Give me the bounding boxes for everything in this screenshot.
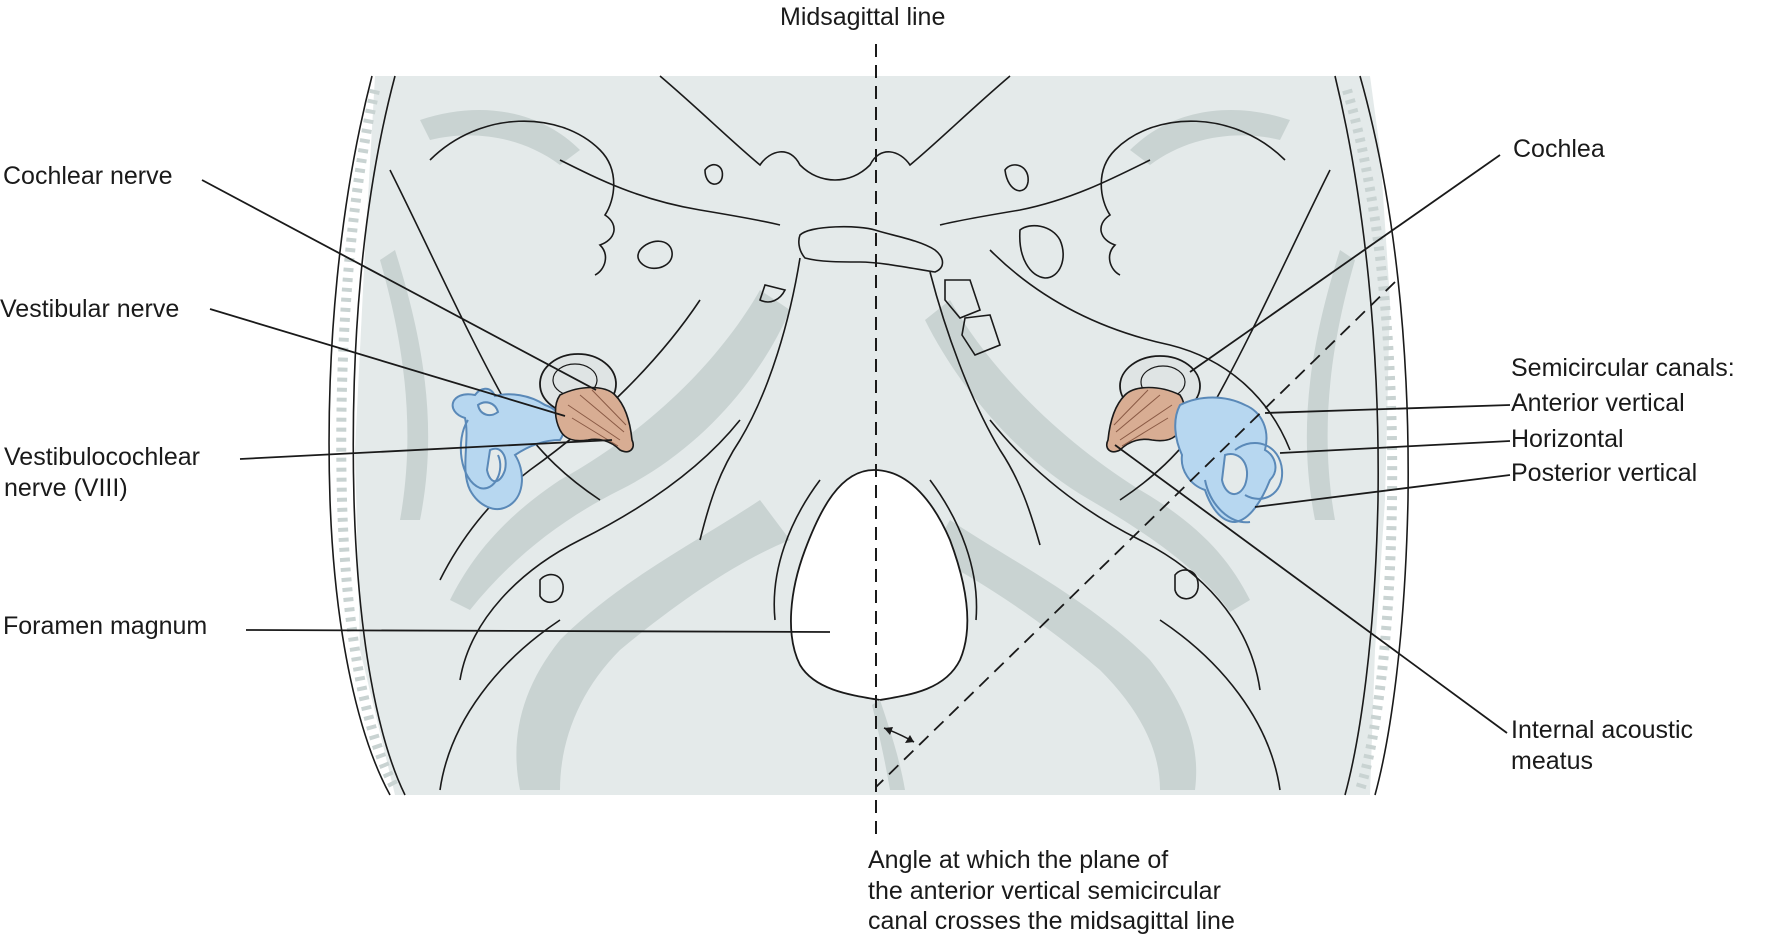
- label-angle-caption-line2: the anterior vertical semicircular: [868, 877, 1221, 905]
- left-semicircular-canals: [451, 387, 565, 510]
- leader-horizontal: [1279, 440, 1511, 454]
- foramen-ovale-right: [1019, 224, 1064, 279]
- leader-internal-acoustic-meatus: [1114, 444, 1508, 734]
- foramen-magnum: [790, 469, 969, 701]
- left-semicircular-canal-ring: [459, 419, 502, 490]
- label-horizontal: Horizontal: [1511, 425, 1624, 453]
- foramen-right-small: [1004, 164, 1029, 192]
- foramen-magnum-rim-r: [929, 479, 978, 621]
- right-inner-ear: [1105, 355, 1284, 524]
- occipital-right: [989, 419, 1261, 691]
- clivus-left: [699, 257, 801, 541]
- jugular-foramen-left: [539, 573, 564, 603]
- leader-anterior-vertical: [1264, 404, 1511, 414]
- canal-plane-dashed-line: [875, 281, 1396, 788]
- bone-shadow-right-occipital: [930, 520, 1197, 790]
- left-nerve-fibers: [567, 389, 627, 447]
- bone-shadow-left-fossa: [380, 250, 429, 520]
- skull-wall-right-outer: [1359, 75, 1409, 796]
- occipital-left-2: [439, 619, 561, 791]
- clivus-right: [929, 271, 1041, 546]
- anterior-crista-outline: [659, 75, 1011, 181]
- right-posterior-canal: [1204, 479, 1251, 524]
- occipital-right-2: [1159, 619, 1281, 791]
- leader-posterior-vertical: [1254, 474, 1511, 508]
- bone-shadow-left-wing: [420, 110, 580, 165]
- left-inner-ear: [451, 353, 635, 510]
- middle-fossa-right: [1100, 120, 1286, 276]
- label-posterior-vertical: Posterior vertical: [1511, 459, 1698, 487]
- jugular-foramen-right: [1174, 569, 1199, 600]
- bone-shadow-right-wing: [1130, 110, 1290, 165]
- sphenoid-ridge-left: [559, 159, 781, 226]
- label-cochlear-nerve: Cochlear nerve: [3, 162, 173, 190]
- bone-shadow-left-occipital: [516, 500, 790, 790]
- label-angle-caption-line3: canal crosses the midsagittal line: [868, 907, 1235, 935]
- sella-turcica: [798, 225, 944, 273]
- label-internal-acoustic-line2: meatus: [1511, 747, 1593, 775]
- leader-cochlea: [1189, 154, 1501, 373]
- label-vestibular-nerve: Vestibular nerve: [0, 295, 180, 323]
- leader-lines: [201, 154, 1511, 734]
- label-vestibulocochlear-line2: nerve (VIII): [4, 474, 128, 502]
- skull-wall-right: [1334, 75, 1379, 796]
- skull-wall-left-texture: [336, 88, 401, 793]
- right-horizontal-canal-ring: [1234, 441, 1284, 500]
- leader-vestibulocochlear-nerve: [239, 439, 613, 460]
- foramen-magnum-rim: [773, 479, 821, 621]
- middle-fossa-left: [429, 120, 615, 276]
- clinoid-left: [759, 284, 787, 303]
- temporal-left: [389, 169, 601, 501]
- leader-cochlear-nerve: [201, 179, 597, 391]
- label-vestibulocochlear-line1: Vestibulocochlear: [4, 443, 200, 471]
- skull-wall-left: [328, 75, 391, 796]
- occipital-left: [459, 419, 741, 681]
- label-anterior-vertical: Anterior vertical: [1511, 389, 1685, 417]
- angle-arrow: [883, 727, 915, 743]
- leader-foramen-magnum: [245, 629, 831, 633]
- bone-shadow-right-petrous: [925, 300, 1250, 612]
- leader-vestibular-nerve: [209, 308, 566, 417]
- temporal-left-2: [439, 299, 701, 581]
- label-midsagittal-line: Midsagittal line: [780, 3, 946, 31]
- right-semicircular-canals: [1174, 396, 1277, 524]
- label-cochlea: Cochlea: [1513, 135, 1605, 163]
- label-semicircular-canals: Semicircular canals:: [1511, 354, 1735, 382]
- foramen-ovale-left: [637, 240, 673, 270]
- bone-shadow-right-fossa: [1306, 250, 1355, 520]
- foramen-left-small: [704, 163, 724, 185]
- label-internal-acoustic-line1: Internal acoustic: [1511, 716, 1694, 744]
- skull-base: [328, 75, 1409, 796]
- skull-wall-left-inner: [352, 75, 406, 796]
- label-angle-caption-line1: Angle at which the plane of: [868, 846, 1169, 874]
- dorsum-blocks: [944, 279, 1001, 356]
- sphenoid-ridge-right: [939, 159, 1151, 226]
- label-foramen-magnum: Foramen magnum: [3, 612, 208, 640]
- petrous-ridge-right: [989, 249, 1291, 451]
- right-nerve-fibers: [1113, 389, 1173, 447]
